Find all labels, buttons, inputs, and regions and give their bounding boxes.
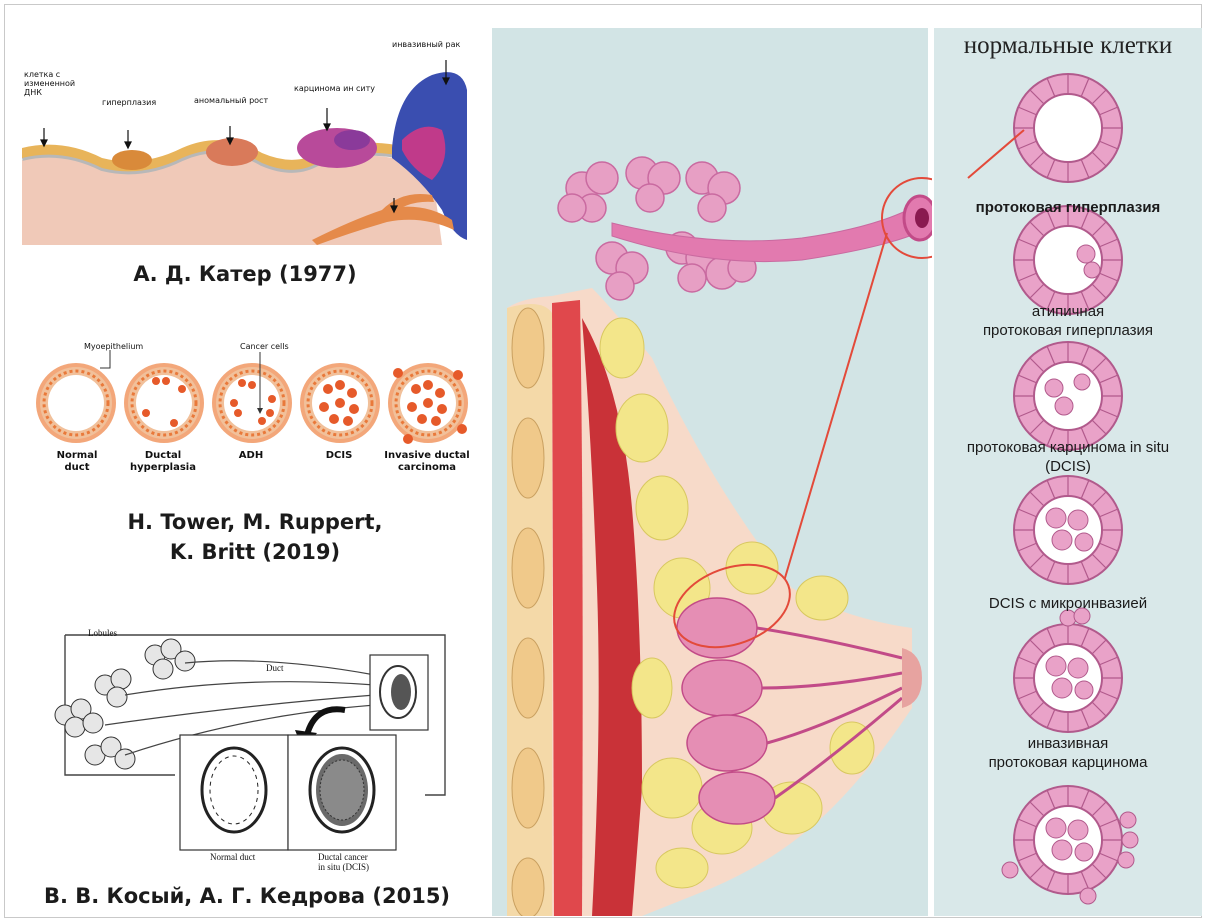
label-invasive-ductal: Invasive ductal carcinoma (382, 450, 472, 474)
stage-label-dcis: протоковая карцинома in situ (DCIS) (934, 438, 1202, 476)
stage-label-atypical: атипичная протоковая гиперплазия (934, 302, 1202, 340)
stage-label-hyperplasia: протоковая гиперплазия (934, 198, 1202, 217)
label-cancer-cells: Cancer cells (240, 342, 289, 351)
stage-label-invasive: инвазивная протоковая карцинома (934, 734, 1202, 772)
label-hyperplasia: гиперплазия (102, 98, 156, 107)
lobule-duct-sketch (45, 615, 465, 885)
label-panel-c-ductal-cancer: Ductal cancer in situ (DCIS) (318, 852, 369, 872)
label-carcinoma-in-situ: карцинома ин ситу (294, 84, 375, 93)
caption-panel-a: А. Д. Катер (1977) (40, 262, 450, 286)
caption-panel-b-line2: K. Britt (2019) (60, 540, 450, 564)
label-ductal-hyperplasia: Ductal hyperplasia (128, 450, 198, 474)
right-panel-title: нормальные клетки (934, 32, 1202, 60)
duct-progression-diagram (30, 338, 480, 458)
label-mutated-cell: клетка с измененной ДНК (24, 70, 94, 97)
caption-panel-c: В. В. Косый, А. Г. Кедрова (2015) (22, 884, 472, 908)
label-duct: Duct (266, 663, 284, 673)
label-myoepithelium: Myoepithelium (84, 342, 143, 351)
breast-anatomy-illustration (492, 28, 932, 916)
caption-panel-b-line1: H. Tower, M. Ruppert, (60, 510, 450, 534)
label-adh: ADH (216, 450, 286, 461)
stage-label-microinvasion: DCIS с микроинвазией (934, 594, 1202, 613)
label-normal-duct: Normal duct (42, 450, 112, 474)
label-abnormal-growth: аномальный рост (194, 96, 268, 105)
cell-progression-column (934, 60, 1202, 910)
carcinogenesis-cross-section (22, 30, 468, 245)
label-dcis: DCIS (304, 450, 374, 461)
label-lobules: Lobules (88, 628, 117, 638)
label-panel-c-normal-duct: Normal duct (210, 852, 255, 862)
label-invasive-cancer: инвазивный рак (392, 40, 460, 49)
